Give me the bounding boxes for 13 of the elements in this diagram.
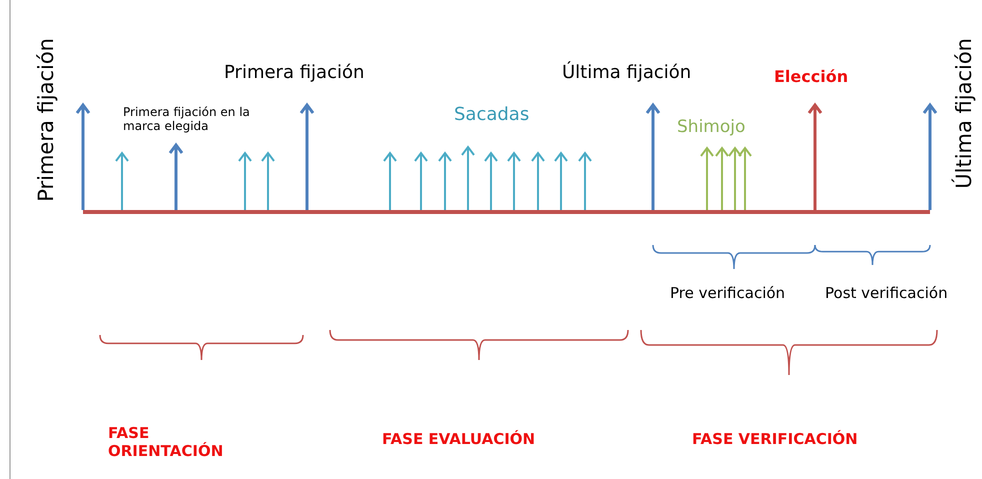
event-label: Última fijación (952, 38, 977, 189)
event-label: Última fijación (562, 62, 692, 84)
phase-label: FASE ORIENTACIÓN (108, 424, 224, 460)
event-label: Primera fijación (34, 38, 59, 202)
event-label: Primera fijación en la marca elegida (123, 105, 251, 134)
event-label: Shimojo (677, 117, 746, 138)
event-label: Pre verificación (670, 284, 786, 302)
event-label: Primera fijación (224, 62, 364, 84)
phase-label: FASE EVALUACIÓN (382, 430, 536, 448)
event-label: Post verificación (825, 284, 948, 302)
phase-label: FASE VERIFICACIÓN (692, 430, 858, 448)
event-label: Sacadas (454, 104, 530, 126)
phase-label: Elección (774, 67, 848, 86)
